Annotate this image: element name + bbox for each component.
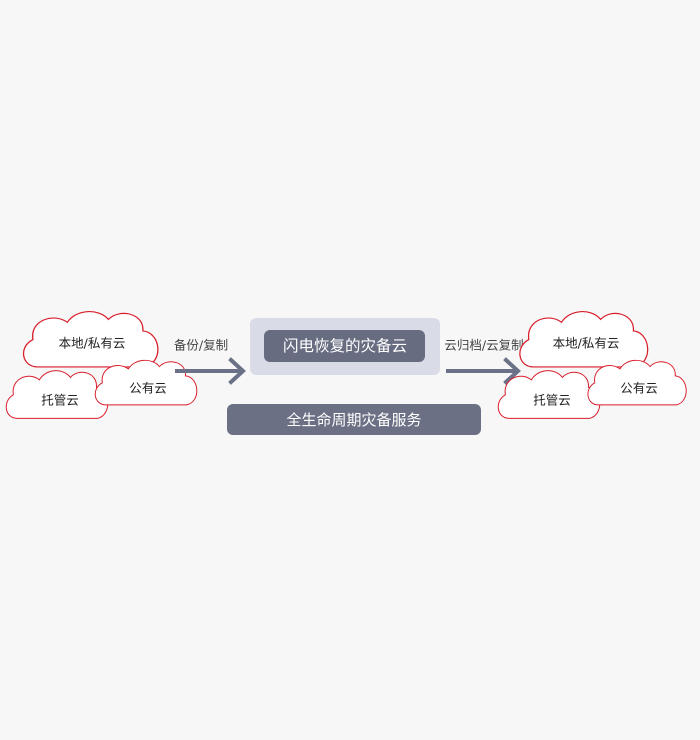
right-local-private-cloud-label: 本地/私有云	[553, 336, 620, 351]
service-bar-label: 全生命周期灾备服务	[286, 411, 421, 429]
right-public-cloud: 公有云	[587, 359, 687, 406]
right-public-cloud-label: 公有云	[620, 381, 658, 396]
left-public-cloud-label: 公有云	[129, 381, 167, 396]
left-public-cloud: 公有云	[94, 359, 198, 406]
left-local-private-cloud-label: 本地/私有云	[59, 336, 126, 351]
left-cloud-group: 本地/私有云 托管云 公有云	[5, 310, 198, 419]
left-local-private-cloud: 本地/私有云	[22, 310, 159, 368]
core-title: 闪电恢复的灾备云	[283, 337, 407, 355]
right-arrow	[446, 357, 521, 385]
right-local-private-cloud: 本地/私有云	[519, 310, 649, 368]
right-cloud-group: 本地/私有云 托管云 公有云	[497, 310, 687, 419]
left-edge-label: 备份/复制	[174, 338, 228, 353]
right-edge-label: 云归档/云复制	[444, 338, 523, 353]
core-title-badge	[264, 330, 425, 362]
core-box: 闪电恢复的灾备云	[250, 318, 440, 375]
right-hosted-cloud: 托管云	[497, 370, 601, 419]
left-hosted-cloud-label: 托管云	[41, 393, 79, 408]
left-hosted-cloud: 托管云	[5, 370, 109, 419]
left-arrow	[175, 357, 246, 385]
service-bar: 全生命周期灾备服务	[227, 404, 481, 435]
right-hosted-cloud-label: 托管云	[533, 393, 571, 408]
